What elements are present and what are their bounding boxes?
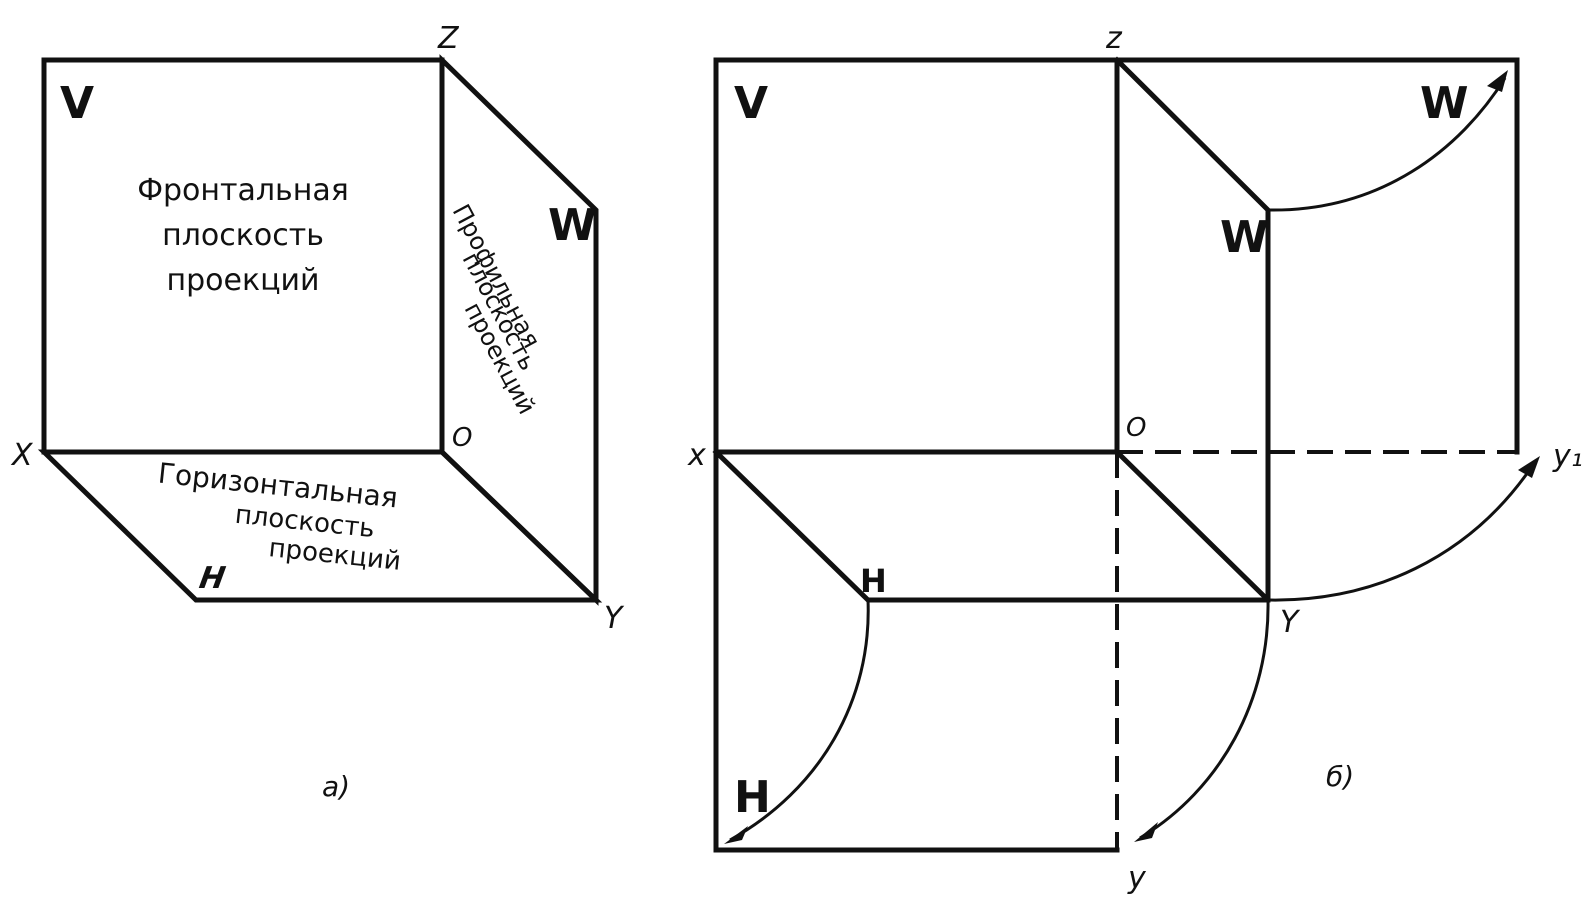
origin-label-b: O (1126, 413, 1146, 443)
arrowhead-w (1487, 70, 1508, 92)
caption-a: а) (322, 770, 350, 803)
w-plane-folded (1113, 56, 1271, 603)
axis-z-label-b: z (1105, 21, 1123, 56)
axis-y-label: Y (604, 601, 625, 636)
frontal-plane-line-3: проекций (166, 263, 319, 298)
axis-z-label: Z (437, 21, 460, 56)
horizontal-plane-letter: H (193, 561, 231, 596)
axis-y-label-bottom: y (1127, 861, 1147, 896)
horizontal-plane-line-3: проекций (267, 533, 402, 577)
arrowhead-y1 (1518, 456, 1540, 478)
profile-plane-letter: W (548, 200, 597, 251)
w-unfolded-letter: W (1420, 78, 1469, 129)
h-folded-letter: H (860, 562, 887, 600)
figure-a: V W H Фронтальная плоскость проекций Про… (10, 21, 625, 803)
rotation-arc-h-down (729, 599, 870, 842)
axis-y1-label: y₁ (1552, 439, 1583, 474)
oy-diagonal (1113, 448, 1272, 604)
origin-label: O (452, 423, 472, 453)
v-plane (713, 57, 1120, 455)
rotation-arc-w-to-top (1267, 77, 1507, 212)
h-plane-folded (712, 448, 1271, 603)
figure-b: V W W H H z x O Y y y₁ б) (687, 21, 1583, 896)
h-unfolded-letter: H (734, 772, 771, 823)
arrowhead-y-bottom (1134, 822, 1158, 842)
frontal-plane-letter: V (60, 78, 94, 129)
rotation-arc-y-to-bottom (1139, 599, 1270, 840)
axis-x-label-b: x (687, 438, 706, 473)
w-plane-unfolded (1114, 57, 1520, 455)
caption-b: б) (1326, 760, 1354, 793)
h-plane-unfolded (713, 449, 1120, 853)
arrowhead-h (724, 826, 748, 844)
horizontal-plane (37, 449, 603, 603)
frontal-plane-line-2: плоскость (162, 218, 324, 253)
frontal-plane (41, 57, 445, 455)
w-folded-letter: W (1220, 212, 1269, 263)
axis-x-label: X (10, 438, 34, 473)
axis-y-label-on-h: Y (1280, 605, 1301, 640)
rotation-arc-y-to-y1 (1267, 461, 1537, 602)
frontal-plane-line-1: Фронтальная (137, 173, 349, 208)
v-plane-letter: V (734, 78, 768, 129)
